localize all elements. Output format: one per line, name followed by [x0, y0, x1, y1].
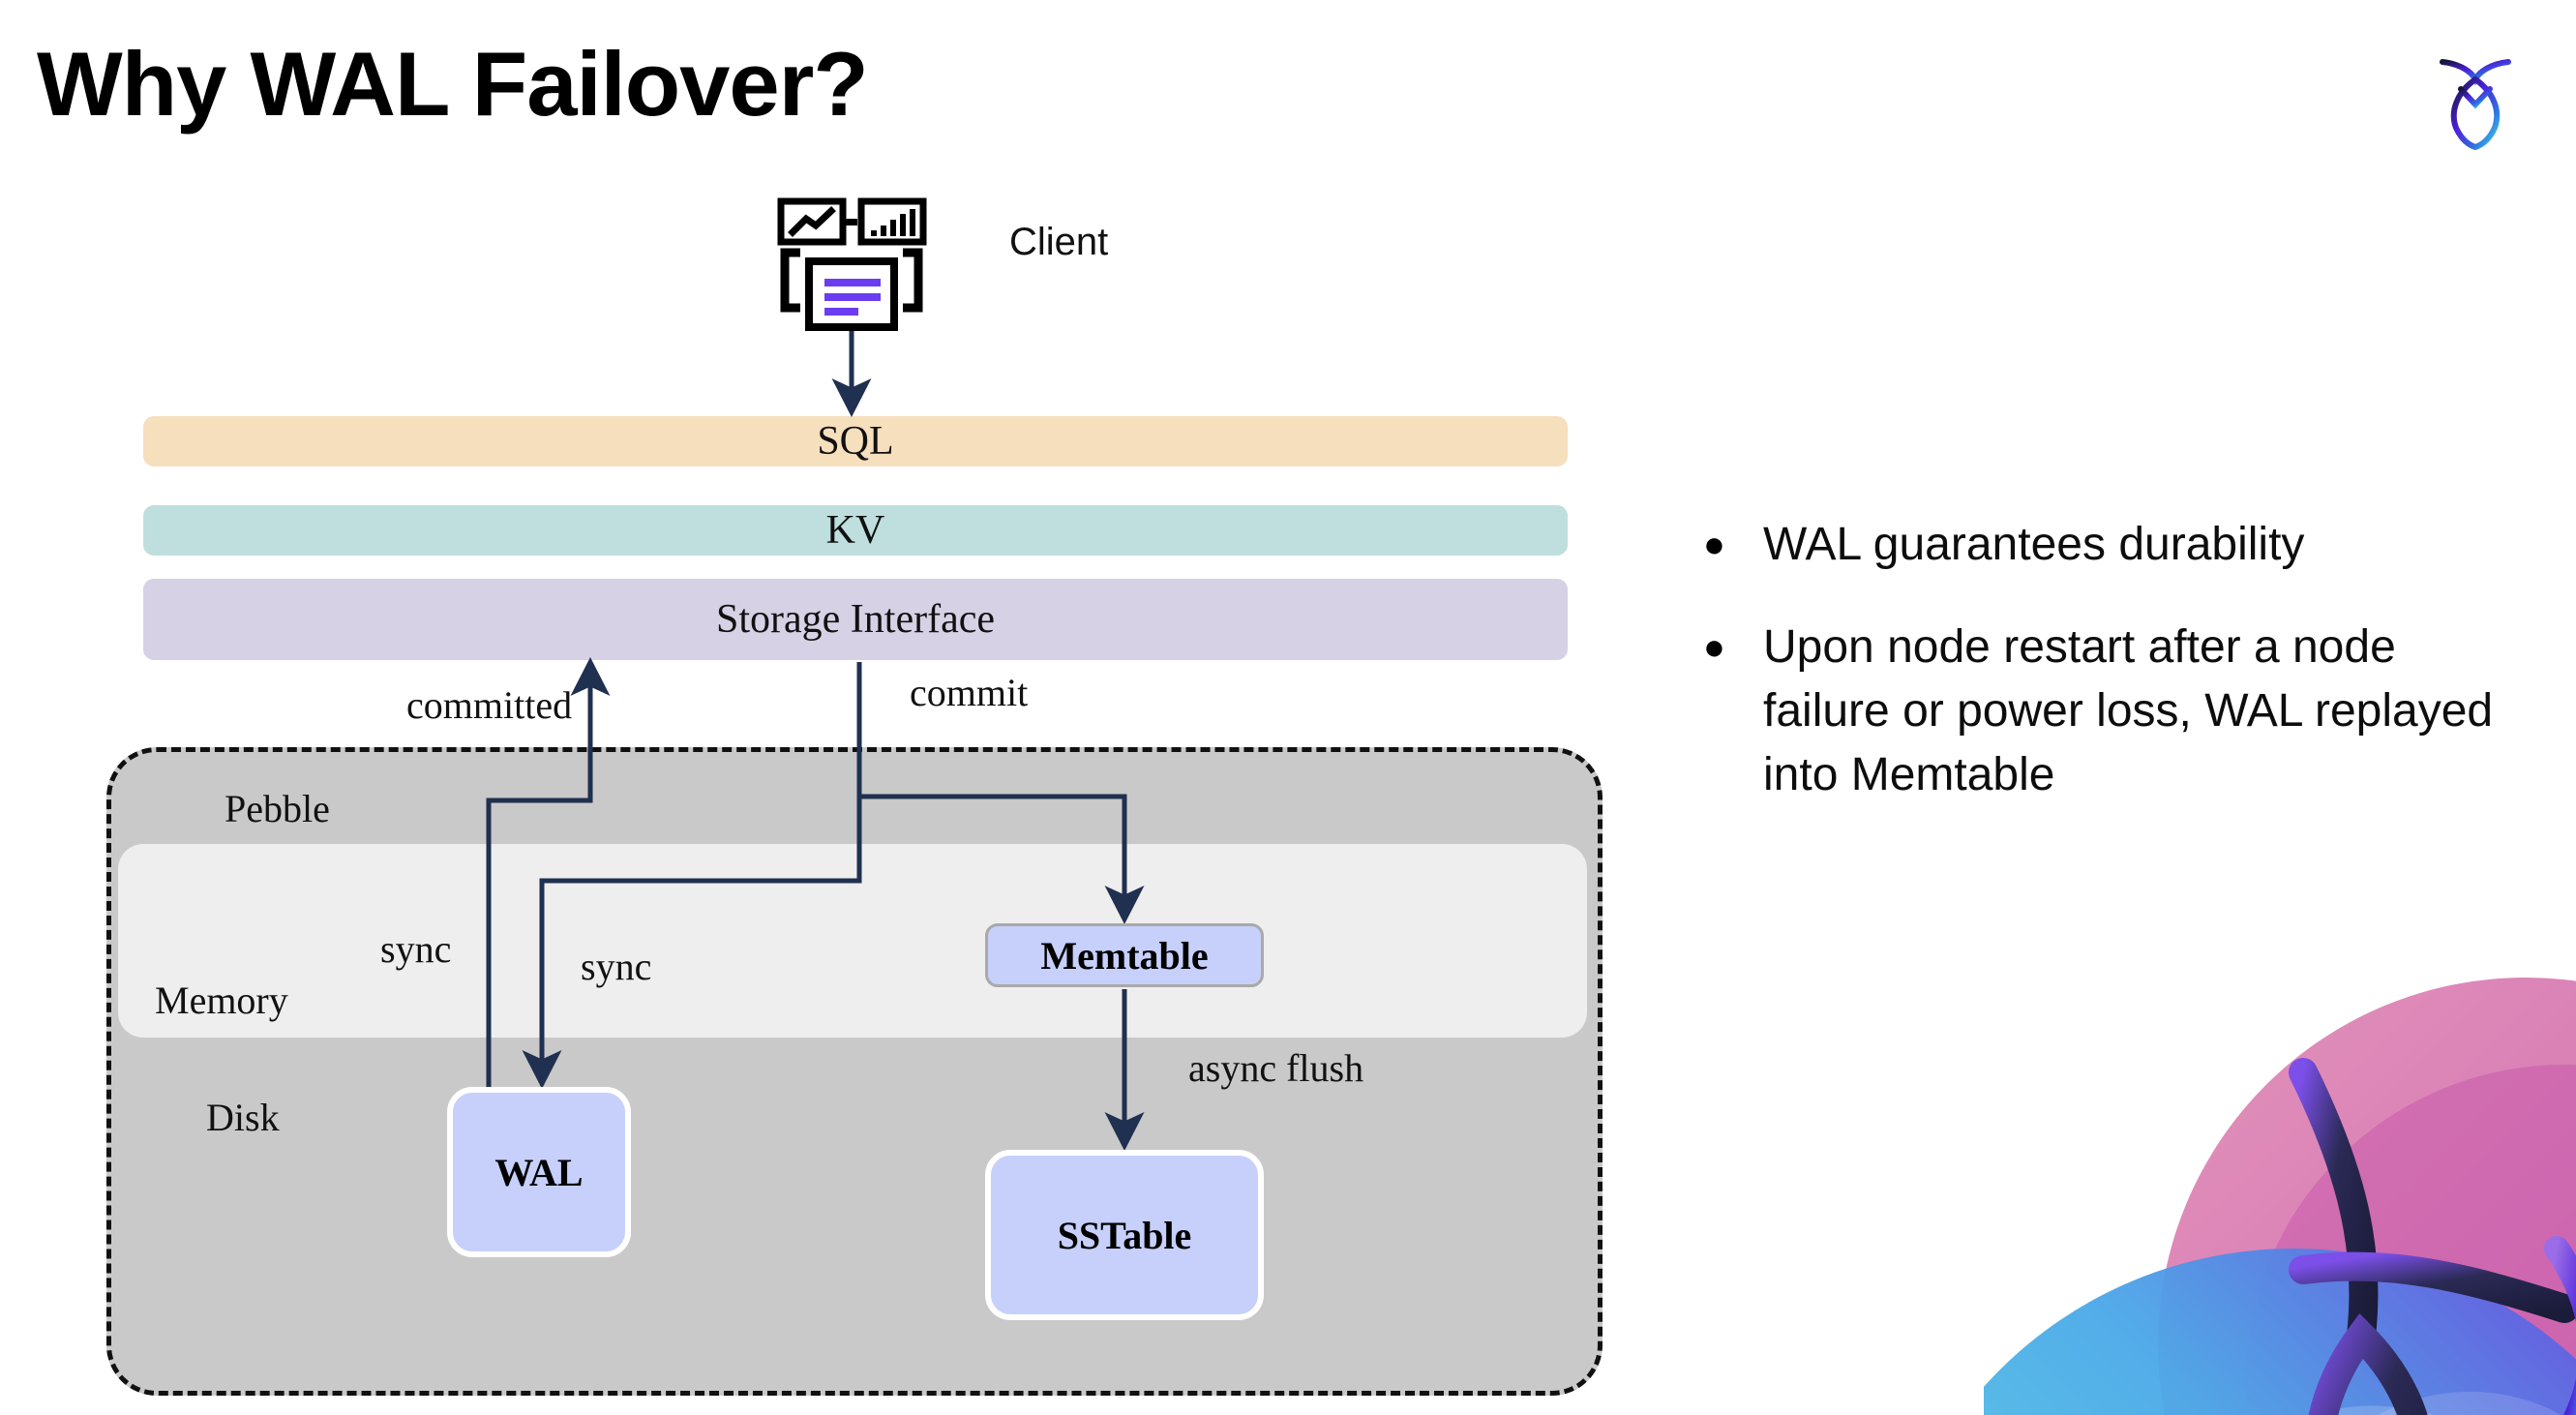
memory-label: Memory: [155, 978, 288, 1022]
edge-sync-to-wal: [522, 662, 862, 1090]
edge-label-async-flush: async flush: [1188, 1046, 1364, 1090]
layer-bar-kv: KV: [143, 505, 1568, 556]
edge-label-commit: commit: [910, 671, 1029, 714]
bullet-text: WAL guarantees durability: [1763, 519, 2305, 570]
bullet-text: Upon node restart after a node failure o…: [1763, 621, 2494, 800]
layer-bar-storage-interface-label: Storage Interface: [716, 597, 995, 642]
edge-committed: [486, 656, 611, 1094]
memory-region: [118, 844, 1587, 1038]
layer-bar-storage-interface: Storage Interface: [143, 579, 1568, 660]
layer-bar-sql-label: SQL: [817, 419, 894, 464]
client-label: Client: [1009, 221, 1109, 263]
node-sstable-label: SSTable: [1057, 1213, 1192, 1257]
node-wal-label: WAL: [494, 1150, 584, 1194]
list-item: ● WAL guarantees durability: [1703, 513, 2497, 577]
list-item: ● Upon node restart after a node failure…: [1703, 616, 2497, 807]
node-memtable-label: Memtable: [1040, 933, 1209, 978]
layer-bar-kv-label: KV: [825, 508, 885, 553]
edge-label-sync-left: sync: [380, 927, 452, 971]
node-sstable: SSTable: [985, 1150, 1264, 1320]
cockroachdb-emblem-decoration: [1984, 929, 2576, 1415]
node-wal: WAL: [447, 1087, 631, 1257]
page-title: Why WAL Failover?: [37, 33, 869, 135]
pebble-label: Pebble: [225, 787, 330, 830]
client-dashboard-icon: [769, 194, 934, 339]
node-memtable: Memtable: [985, 923, 1264, 987]
edge-label-sync-right: sync: [581, 945, 652, 988]
bullet-marker-icon: ●: [1703, 627, 1725, 668]
layer-bar-sql: SQL: [143, 416, 1568, 467]
edge-label-committed: committed: [406, 683, 573, 727]
architecture-diagram: Pebble Memory Disk SQL KV Storage Interf…: [106, 194, 1603, 1396]
cockroachdb-logo: [2417, 41, 2533, 157]
disk-label: Disk: [206, 1096, 280, 1139]
bullet-marker-icon: ●: [1703, 525, 1725, 565]
bullet-list: ● WAL guarantees durability ● Upon node …: [1703, 513, 2497, 846]
